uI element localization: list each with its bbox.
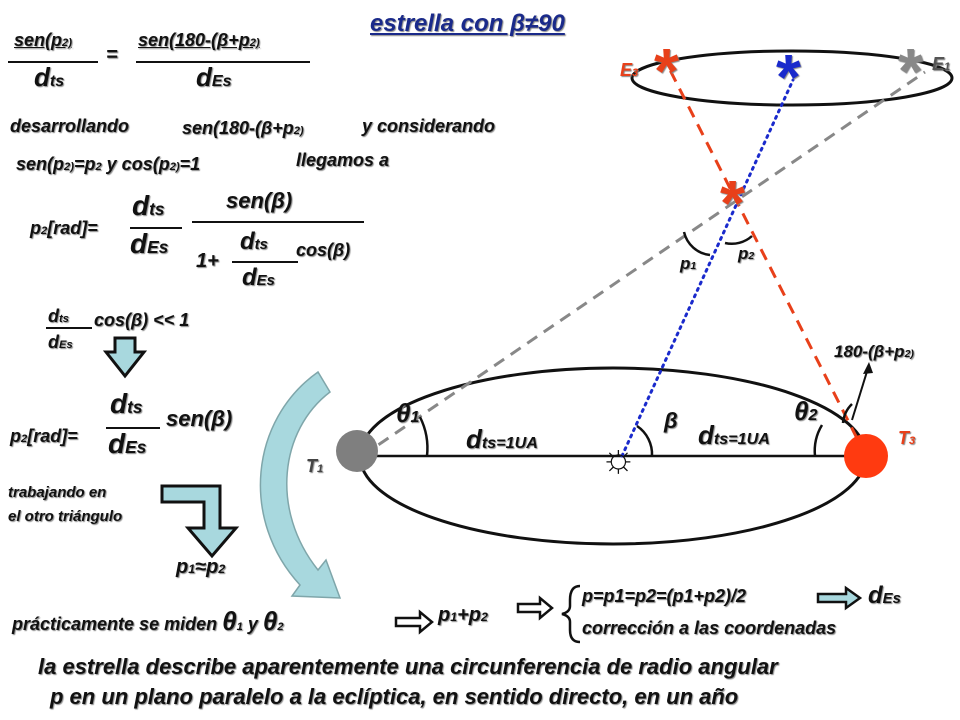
sun-icon: ☼ xyxy=(600,436,637,480)
text-p1-plus-p2: p1+p2 xyxy=(438,604,488,626)
label-dts-right: dts=1UA xyxy=(698,420,770,450)
eq1-den-right: dEs xyxy=(196,62,232,92)
star-near-icon: * xyxy=(720,167,745,239)
eq2-cos-beta: cos(β) xyxy=(296,240,351,260)
bottom-line-2: p en un plano paralelo a la eclíptica, e… xyxy=(50,684,739,709)
arc-p1 xyxy=(682,231,711,257)
eq3-sen-beta: sen(β) xyxy=(166,406,233,431)
text-approximations: sen(p2)=p2 y cos(p2)=1 xyxy=(16,154,201,174)
text-desarrollando: desarrollando xyxy=(10,116,130,136)
star-true-icon: * xyxy=(776,41,801,113)
text-sen180: sen(180-(β+p2) xyxy=(182,118,304,138)
curved-arrow xyxy=(259,370,342,599)
exterior-angle-arrowhead xyxy=(863,362,873,374)
label-dts-left: dts=1UA xyxy=(466,424,538,454)
eq3-num: dts xyxy=(110,388,143,419)
eq2-one-plus: 1+ xyxy=(196,250,219,272)
eq2-lhs: p2[rad]= xyxy=(30,218,98,238)
star-E3-icon: * xyxy=(654,35,679,107)
text-practicamente: prácticamente se miden θ1 y θ2 xyxy=(12,606,284,636)
eq2-num-dts: dts xyxy=(132,190,165,221)
down-arrow xyxy=(102,336,148,379)
eq2-den-dEs: dEs xyxy=(130,228,169,259)
text-p1-approx-p2: p1≈p2 xyxy=(176,556,226,578)
cond-num: dts xyxy=(48,306,69,326)
text-p-average: p=p1=p2=(p1+p2)/2 xyxy=(582,586,747,606)
eq2-sen-beta: sen(β) xyxy=(226,188,293,213)
cond-text: cos(β) << 1 xyxy=(94,310,190,330)
arc-theta1 xyxy=(418,416,429,457)
earth-t1 xyxy=(336,430,378,472)
text-correccion: corrección a las coordenadas xyxy=(582,618,837,638)
exterior-angle-pointer xyxy=(851,364,870,421)
arc-exterior xyxy=(841,403,853,424)
eq1-num-left: sen(p2) xyxy=(14,30,72,50)
cond-den: dEs xyxy=(48,332,73,352)
eq3-den: dEs xyxy=(108,428,147,459)
label-p1: p1 xyxy=(680,254,697,273)
earth-t3 xyxy=(844,434,888,478)
slide-title: estrella con β≠90 xyxy=(370,10,565,37)
text-trabajando-1: trabajando en xyxy=(8,484,107,501)
label-E3: E3 xyxy=(620,60,639,80)
implies-arrow-3 xyxy=(816,585,863,611)
label-p2: p2 xyxy=(738,244,755,263)
brace xyxy=(561,584,581,644)
bottom-line-1: la estrella describe aparentemente una c… xyxy=(38,654,778,679)
arc-p2 xyxy=(724,235,753,246)
arc-beta xyxy=(636,424,654,457)
label-theta2: θ2 xyxy=(794,396,818,426)
sightline-t1 xyxy=(361,70,926,458)
label-E1: E1 xyxy=(932,54,951,74)
eq2-inner-num: dts xyxy=(240,228,268,255)
apparent-circle xyxy=(630,49,954,107)
label-theta1: θ1 xyxy=(396,398,420,428)
eq2-inner-den: dEs xyxy=(242,264,275,291)
eq3-lhs: p2[rad]= xyxy=(10,426,78,446)
label-T1: T1 xyxy=(306,456,324,476)
label-exterior-angle: 180-(β+p2) xyxy=(834,342,914,361)
bent-arrow xyxy=(160,484,240,559)
label-beta: β xyxy=(664,408,678,433)
implies-arrow-2 xyxy=(516,595,554,621)
star-E1-icon: * xyxy=(898,35,923,107)
arc-theta2 xyxy=(813,424,824,457)
text-llegamos: llegamos a xyxy=(296,150,390,170)
text-trabajando-2: el otro triángulo xyxy=(8,508,123,525)
text-considerando: y considerando xyxy=(362,116,496,136)
implies-arrow-1 xyxy=(394,609,434,635)
eq1-num-right: sen(180-(β+p2) xyxy=(138,30,260,50)
eq1-equals: = xyxy=(106,44,118,66)
label-T3: T3 xyxy=(898,428,916,448)
text-dEs: dEs xyxy=(868,582,901,609)
sightline-t3 xyxy=(668,69,868,457)
sightline-sun xyxy=(620,78,795,458)
eq1-den-left: dts xyxy=(34,62,65,92)
